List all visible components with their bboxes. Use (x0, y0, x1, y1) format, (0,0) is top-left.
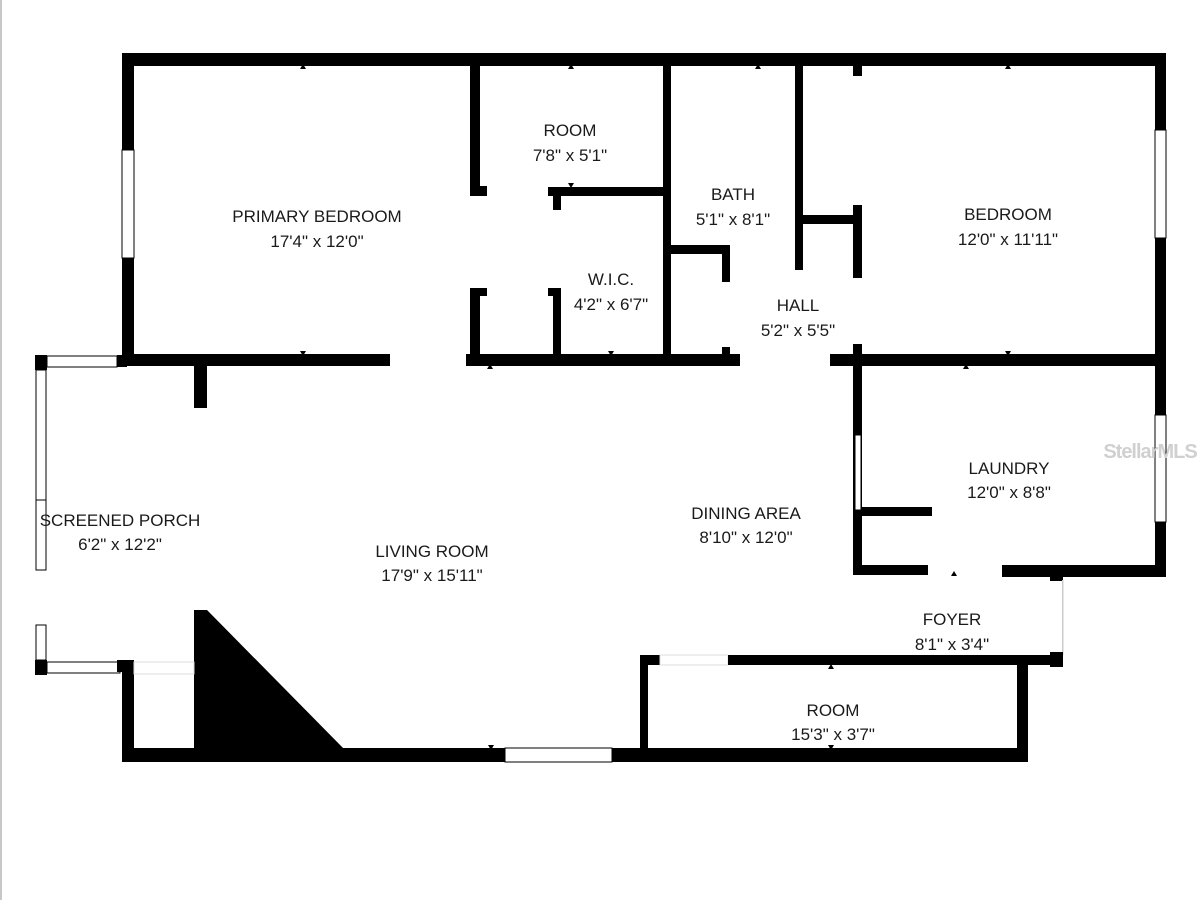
room-size-living-room: 17'9" x 15'11" (381, 566, 482, 585)
window (1154, 414, 1167, 523)
room-name-room: ROOM (544, 121, 597, 140)
room-name-wic: W.I.C. (588, 270, 634, 289)
walls (35, 53, 1167, 763)
room-labels: PRIMARY BEDROOM 17'4" x 12'0" ROOM 7'8" … (40, 121, 1058, 744)
room-size-laundry: 12'0" x 8'8" (967, 483, 1051, 502)
room-name-living-room: LIVING ROOM (375, 542, 488, 561)
watermark-logo: StellarMLS (1103, 441, 1197, 463)
room-size-primary-bedroom: 17'4" x 12'0" (270, 232, 363, 251)
room-size-screened-porch: 6'2" x 12'2" (78, 535, 162, 554)
room-size-dining-area: 8'10" x 12'0" (699, 528, 792, 547)
room-name-laundry: LAUNDRY (969, 459, 1050, 478)
dimension-markers (300, 64, 1011, 750)
room-size-hall: 5'2" x 5'5" (761, 321, 835, 340)
room-size-wic: 4'2" x 6'7" (574, 295, 648, 314)
window (504, 747, 613, 763)
room-name-dining-area: DINING AREA (691, 504, 801, 523)
room-name-bedroom: BEDROOM (964, 205, 1052, 224)
window (121, 149, 135, 259)
room-size-room: 7'8" x 5'1" (533, 146, 607, 165)
room-name-foyer: FOYER (923, 610, 982, 629)
room-size-room-lower: 15'3" x 3'7" (791, 725, 875, 744)
room-size-bedroom: 12'0" x 11'11" (958, 230, 1058, 249)
room-name-room-lower: ROOM (807, 701, 860, 720)
room-name-primary-bedroom: PRIMARY BEDROOM (232, 207, 401, 226)
room-size-foyer: 8'1" x 3'4" (915, 635, 989, 654)
room-name-bath: BATH (711, 185, 755, 204)
window (1154, 129, 1167, 239)
room-name-screened-porch: SCREENED PORCH (40, 511, 201, 530)
room-size-bath: 5'1" x 8'1" (696, 210, 770, 229)
image-border (0, 0, 2, 900)
room-name-hall: HALL (777, 296, 820, 315)
